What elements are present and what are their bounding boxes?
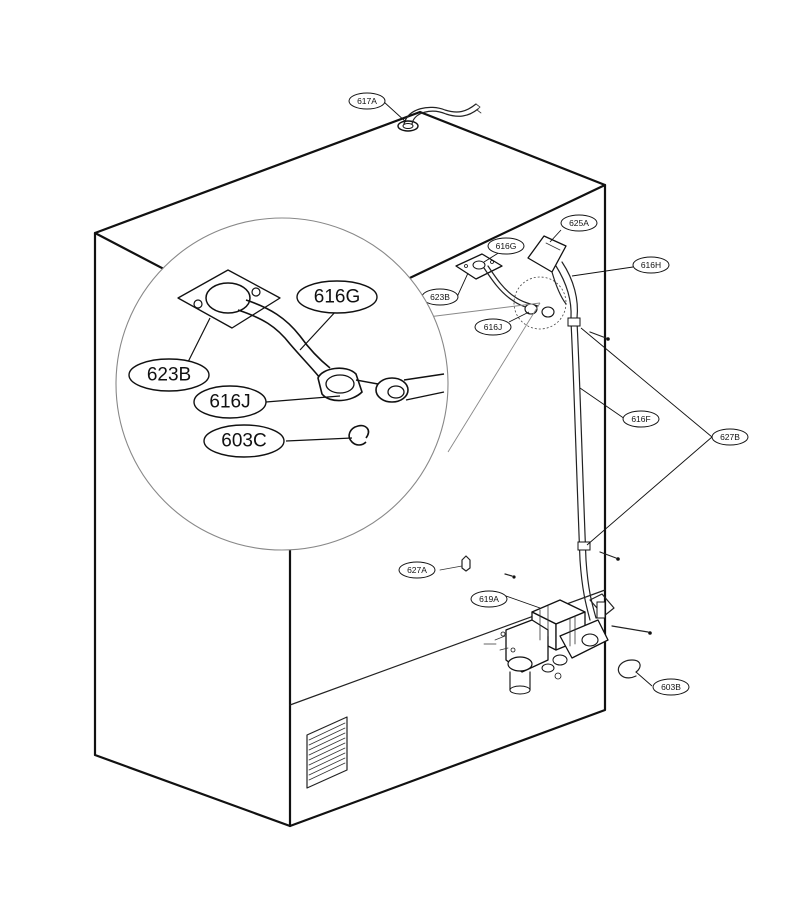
- zoom-callout-616J: 616J: [193, 385, 267, 419]
- zoom-callout-616G-text: 616G: [314, 287, 360, 308]
- water-tube-616F: [567, 317, 597, 621]
- water-tank-625A: [527, 235, 579, 319]
- detail-clip: [348, 424, 370, 446]
- water-valve-619A: [483, 593, 652, 695]
- callout-616H-text: 616H: [641, 260, 661, 270]
- screw-627B-lower: [599, 551, 620, 561]
- callout-627A: 627A: [398, 561, 436, 579]
- callout-617A-text: 617A: [357, 96, 377, 106]
- callout-616J-text: 616J: [484, 322, 502, 332]
- callout-627A-text: 627A: [407, 565, 427, 575]
- detail-connector: [317, 367, 445, 403]
- zoom-callout-623B: 623B: [128, 358, 210, 392]
- callout-623B: 623B: [421, 288, 459, 306]
- callout-603B-text: 603B: [661, 682, 681, 692]
- callout-616H: 616H: [632, 256, 670, 274]
- clip-627A: [439, 555, 516, 579]
- callout-619A: 619A: [470, 590, 508, 608]
- callout-616F: 616F: [622, 410, 660, 428]
- callout-619A-text: 619A: [479, 594, 499, 604]
- zoom-callout-603C-text: 603C: [221, 431, 266, 452]
- callout-627B: 627B: [711, 428, 749, 446]
- callout-625A: 625A: [560, 214, 598, 232]
- zoom-callout-603C: 603C: [203, 424, 285, 458]
- clip-603B: [617, 659, 641, 679]
- vent-grille: [306, 716, 348, 789]
- zoom-callout-623B-text: 623B: [147, 365, 191, 386]
- screw-627B-upper: [589, 331, 610, 341]
- callout-616F-text: 616F: [631, 414, 650, 424]
- supply-tube-grommet: [397, 103, 482, 132]
- callout-616G: 616G: [487, 237, 525, 255]
- detail-bracket: [177, 269, 331, 379]
- leader-lines: [383, 101, 713, 687]
- callout-623B-text: 623B: [430, 292, 450, 302]
- callout-616G-text: 616G: [496, 241, 517, 251]
- callout-603B: 603B: [652, 678, 690, 696]
- zoom-callout-616G: 616G: [296, 280, 378, 314]
- zoom-callout-616J-text: 616J: [209, 392, 250, 413]
- callout-627B-text: 627B: [720, 432, 740, 442]
- callout-616J: 616J: [474, 318, 512, 336]
- callout-617A: 617A: [348, 92, 386, 110]
- callout-625A-text: 625A: [569, 218, 589, 228]
- detail-magnifier: 616G 623B 616J 603C: [115, 217, 541, 551]
